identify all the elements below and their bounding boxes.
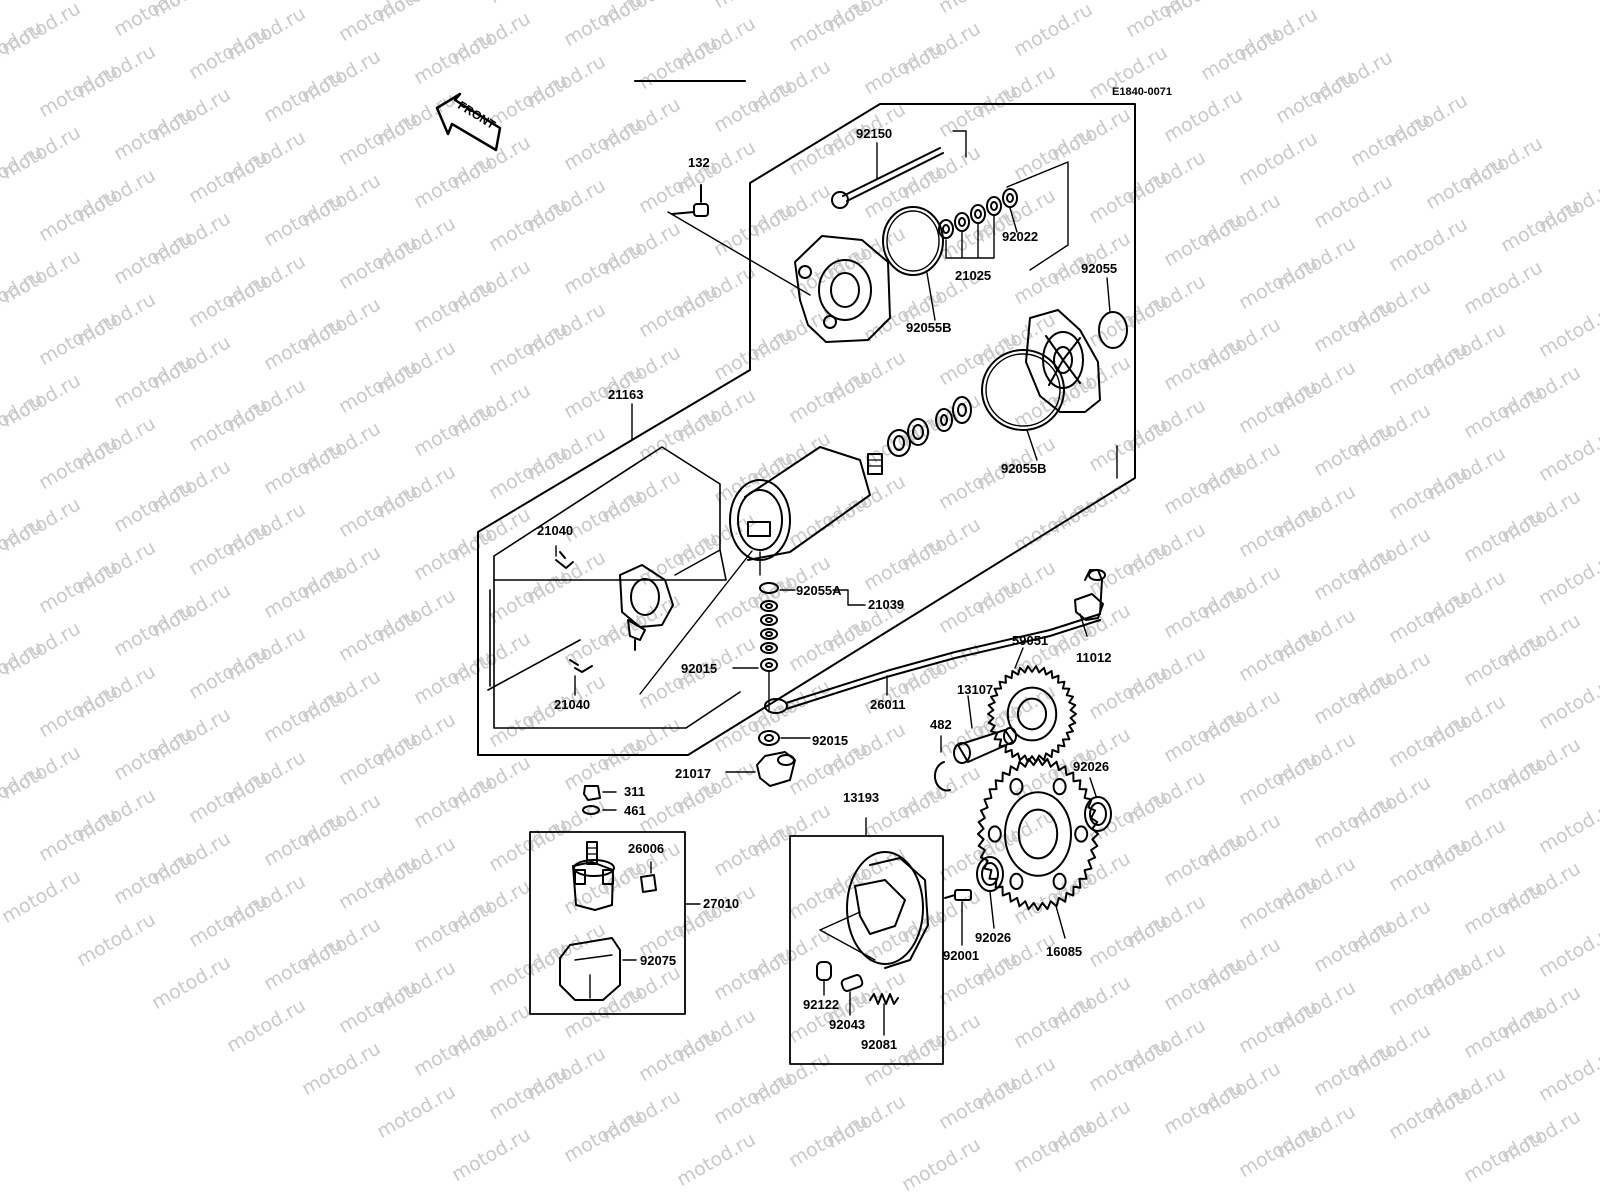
part-label-132: 132 bbox=[688, 155, 710, 170]
part-label-13193: 13193 bbox=[843, 790, 880, 805]
part-label-461: 461 bbox=[624, 803, 646, 818]
washer-92026 bbox=[1084, 796, 1112, 832]
part-label-92055b: 92055B bbox=[906, 320, 952, 335]
nut-311 bbox=[583, 785, 601, 801]
spring-cap-92043 bbox=[840, 974, 864, 992]
part-label-21025: 21025 bbox=[955, 268, 992, 283]
part-label-92026: 92026 bbox=[1073, 759, 1110, 774]
box-13193 bbox=[789, 835, 944, 1065]
washer-92026-b bbox=[976, 856, 1004, 892]
bolt-92001 bbox=[944, 889, 972, 946]
gear-16085 bbox=[977, 757, 1099, 911]
brush-bracket-outline bbox=[493, 446, 727, 581]
part-label-92075: 92075 bbox=[640, 953, 677, 968]
part-label-92122: 92122 bbox=[803, 997, 840, 1012]
gear-59051 bbox=[987, 665, 1077, 763]
roller-92122 bbox=[816, 961, 832, 981]
part-label-311: 311 bbox=[624, 784, 645, 799]
cap-26006 bbox=[640, 874, 657, 893]
through-bolt-92150 bbox=[831, 142, 944, 209]
part-label-21163: 21163 bbox=[608, 387, 644, 402]
part-label-92015: 92015 bbox=[681, 661, 718, 676]
part-label-92081: 92081 bbox=[861, 1037, 898, 1052]
cover-92075 bbox=[559, 937, 621, 1001]
cap-11012 bbox=[1074, 593, 1104, 621]
boot-21017 bbox=[756, 751, 796, 787]
part-label-92150: 92150 bbox=[856, 126, 893, 141]
part-label-92055b-2: 92055B bbox=[1001, 461, 1047, 476]
part-label-27010: 27010 bbox=[703, 896, 740, 911]
part-label-92022: 92022 bbox=[1002, 229, 1039, 244]
part-label-21040: 21040 bbox=[537, 523, 574, 538]
part-label-92055a: 92055A bbox=[796, 583, 842, 598]
part-label-92015-b: 92015 bbox=[812, 733, 849, 748]
o-ring-92055b bbox=[981, 349, 1065, 431]
washer-461 bbox=[582, 805, 600, 815]
part-label-11012: 11012 bbox=[1076, 650, 1112, 665]
clip-21040 bbox=[555, 551, 574, 569]
circlip-482 bbox=[933, 761, 951, 792]
box-27010 bbox=[529, 831, 686, 1015]
motor-yoke bbox=[639, 446, 883, 695]
part-label-92043: 92043 bbox=[829, 1017, 866, 1032]
part-label-59051: 59051 bbox=[1012, 633, 1049, 648]
switch-27010 bbox=[572, 841, 615, 911]
front-arrow-icon bbox=[435, 92, 502, 152]
o-ring-92055b-top bbox=[882, 206, 944, 276]
part-label-92001: 92001 bbox=[943, 948, 980, 963]
clip-21040-b bbox=[569, 659, 593, 673]
clutch-13193 bbox=[819, 851, 929, 969]
part-label-26011: 26011 bbox=[870, 697, 906, 712]
part-label-21017: 21017 bbox=[675, 766, 712, 781]
spring-92081 bbox=[869, 993, 899, 1005]
shaft-13107 bbox=[953, 727, 1017, 764]
bolt-132 bbox=[667, 184, 811, 296]
part-label-482: 482 bbox=[930, 717, 952, 732]
terminal-washers bbox=[732, 582, 866, 713]
diagram-code: E1840-0071 bbox=[1112, 86, 1172, 98]
part-label-13107: 13107 bbox=[957, 682, 994, 697]
assembly-outline bbox=[477, 103, 1136, 756]
part-label-21040-b: 21040 bbox=[554, 697, 591, 712]
part-label-26006: 26006 bbox=[628, 841, 665, 856]
part-label-21039: 21039 bbox=[868, 597, 905, 612]
end-cover bbox=[794, 235, 891, 343]
part-label-92026-b: 92026 bbox=[975, 930, 1012, 945]
o-ring-92055 bbox=[1098, 311, 1128, 349]
brush-plate bbox=[619, 549, 721, 651]
part-label-16085: 16085 bbox=[1046, 944, 1083, 959]
part-label-92055: 92055 bbox=[1081, 261, 1118, 276]
